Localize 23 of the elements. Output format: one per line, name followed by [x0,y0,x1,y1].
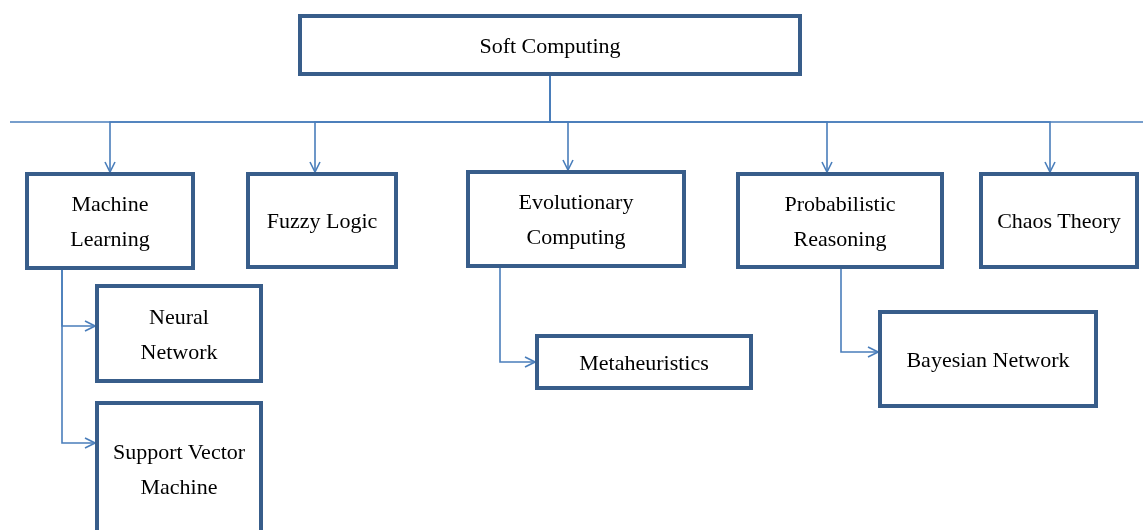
process-box [95,284,263,383]
box-label: Chaos Theory [997,207,1121,235]
arrow [499,267,536,368]
box-label: Machine Learning [69,190,151,253]
process-box [25,172,195,270]
arrow [840,268,879,358]
box-label: Bayesian Network [906,345,1070,374]
process-box [878,310,1098,408]
box-label: Soft Computing [479,31,621,60]
process-box [298,14,802,76]
process-box [246,172,398,269]
process-box [466,170,686,268]
process-box [736,172,944,269]
box-label: Support Vector Machine [111,437,247,501]
box-label: Fuzzy Logic [266,207,378,235]
box-label: Neural Network [139,302,219,366]
box-label: Probabilistic Reasoning [783,189,897,253]
box-label: Evolutionary Computing [517,188,635,251]
process-box [979,172,1139,269]
process-box [535,334,753,390]
arrow [61,269,96,449]
box-label: Metaheuristics [579,348,709,377]
process-box [95,401,263,530]
